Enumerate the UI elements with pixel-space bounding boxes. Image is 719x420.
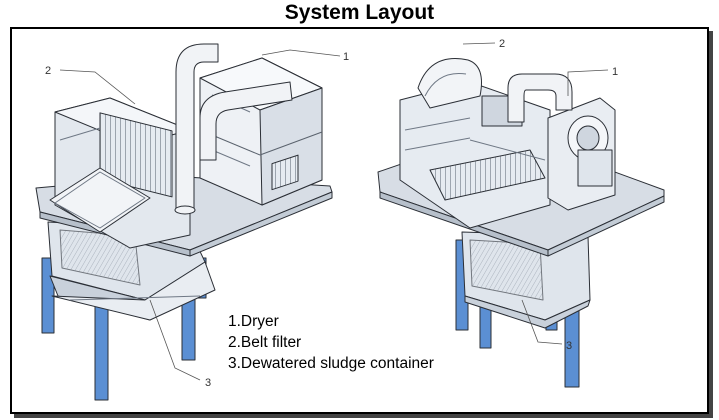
left-duct bbox=[174, 43, 293, 215]
component-legend: 1.Dryer 2.Belt filter 3.Dewatered sludge… bbox=[228, 311, 434, 374]
left-dryer bbox=[199, 57, 323, 206]
page-title: System Layout bbox=[284, 1, 435, 24]
callout-left-2: 2 bbox=[45, 65, 51, 77]
callout-right-3: 3 bbox=[566, 340, 572, 352]
callout-labels: 1 2 3 1 2 3 bbox=[45, 38, 618, 389]
right-dryer bbox=[547, 97, 616, 211]
callout-right-1: 1 bbox=[612, 66, 618, 78]
callout-right-2: 2 bbox=[499, 38, 505, 50]
legend-item-dryer: 1.Dryer bbox=[228, 313, 279, 330]
left-belt-filter bbox=[49, 97, 191, 249]
callout-left-1: 1 bbox=[343, 51, 349, 63]
left-machine bbox=[35, 43, 333, 401]
legend-item-sludge-container: 3.Dewatered sludge container bbox=[228, 355, 434, 372]
callout-left-3: 3 bbox=[205, 377, 211, 389]
legend-item-belt-filter: 2.Belt filter bbox=[228, 334, 302, 351]
callout-lines bbox=[59, 42, 609, 381]
right-duct bbox=[507, 73, 573, 123]
right-machine bbox=[377, 58, 665, 388]
